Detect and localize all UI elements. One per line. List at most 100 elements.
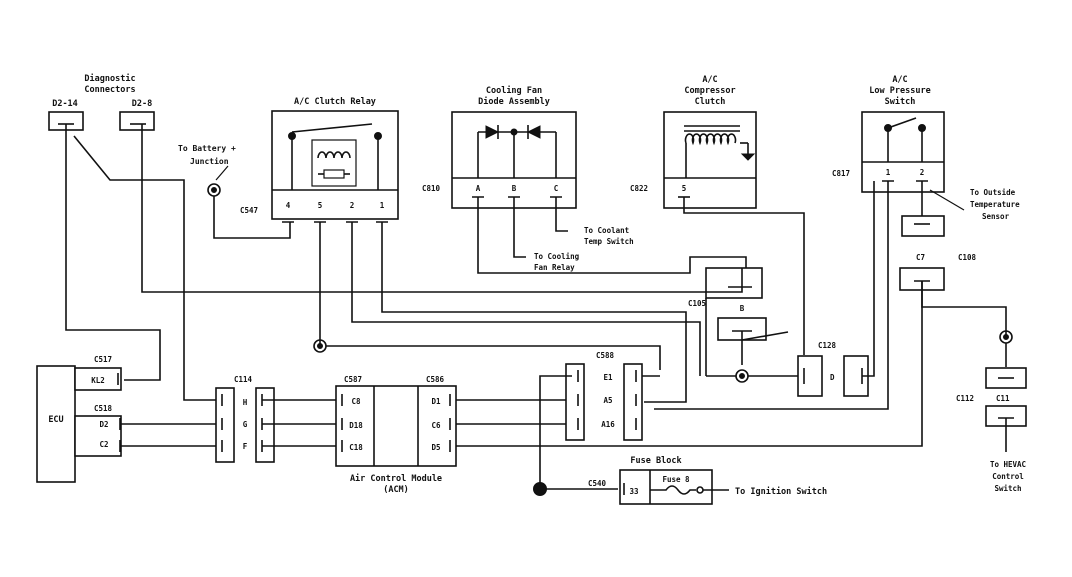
c588-pin-a16: A16 bbox=[601, 420, 615, 429]
relay-connector-label: C547 bbox=[240, 206, 258, 215]
relay-pin-2: 2 bbox=[350, 201, 355, 210]
c588-label: C588 bbox=[596, 351, 615, 360]
c105-upper-connector bbox=[705, 267, 763, 299]
compressor-connector-label: C822 bbox=[630, 184, 648, 193]
fan-diode-pin-a: A bbox=[476, 184, 481, 193]
outside-temp-label-3: Sensor bbox=[982, 212, 1010, 221]
outside-temp-label-2: Temperature bbox=[970, 200, 1020, 209]
acm-pin-c8: C8 bbox=[351, 397, 361, 406]
c114-pin-h: H bbox=[243, 398, 248, 407]
diagnostic-title-2: Connectors bbox=[84, 85, 135, 95]
air-control-module: C587 C586 C8 D18 C18 D1 C6 D5 Air Contro… bbox=[335, 281, 923, 495]
c588-pin-a5: A5 bbox=[603, 396, 612, 405]
c108-label: C108 bbox=[958, 253, 977, 262]
low-pressure-pin-1: 1 bbox=[886, 168, 891, 177]
c517-pin-kl2: KL2 bbox=[91, 376, 105, 385]
fuse-block: Fuse Block 33 Fuse 8 bbox=[619, 456, 729, 505]
c128-left-connector bbox=[797, 355, 823, 397]
c540-label: C540 bbox=[588, 479, 607, 488]
acm-pin-d1: D1 bbox=[431, 397, 441, 406]
fuse-block-title: Fuse Block bbox=[630, 456, 681, 466]
low-pressure-connector-label: C817 bbox=[832, 169, 850, 178]
compressor-title-2: Compressor bbox=[684, 86, 735, 96]
coolant-switch-label-1: To Coolant bbox=[584, 226, 629, 235]
low-pressure-pin-2: 2 bbox=[920, 168, 925, 177]
c7-label: C7 bbox=[916, 253, 925, 262]
c105-label: C105 bbox=[688, 299, 706, 308]
hevac-label-1: To HEVAC bbox=[990, 460, 1026, 469]
c114-left bbox=[215, 387, 235, 463]
c11-label: C11 bbox=[996, 394, 1010, 403]
ecu: ECU C517 KL2 C518 D2 C2 bbox=[36, 355, 218, 483]
relay-coil bbox=[311, 139, 357, 187]
ac-low-pressure-switch: A/C Low Pressure Switch 1 2 C817 bbox=[832, 75, 965, 237]
c105-pin-b: B bbox=[740, 304, 745, 313]
outside-temp-label-1: To Outside bbox=[970, 188, 1016, 197]
cooling-fan-diode-assembly: Cooling Fan Diode Assembly A B C C810 bbox=[422, 85, 747, 274]
fan-diode-title-2: Diode Assembly bbox=[478, 96, 550, 107]
relay-pin-4: 4 bbox=[286, 201, 291, 210]
acm-label-1: Air Control Module bbox=[350, 473, 442, 484]
low-pressure-title-1: A/C bbox=[892, 75, 907, 85]
c586-label: C586 bbox=[426, 375, 445, 384]
low-pressure-lower-connector bbox=[901, 215, 945, 237]
acm-pin-d18: D18 bbox=[349, 421, 363, 430]
c518-pin-d2: D2 bbox=[99, 420, 108, 429]
c114-connector: C114 H G F bbox=[215, 375, 336, 463]
compressor-title-1: A/C bbox=[702, 75, 717, 85]
c587-label: C587 bbox=[344, 375, 362, 384]
low-pressure-box bbox=[861, 111, 945, 193]
c114-label: C114 bbox=[234, 375, 253, 384]
splice-ground bbox=[533, 482, 547, 496]
c588-pin-e1: E1 bbox=[603, 373, 613, 382]
ecu-label: ECU bbox=[48, 415, 63, 425]
diagnostic-connectors: Diagnostic Connectors D2-14 D2-8 bbox=[48, 73, 155, 131]
diagnostic-connector-b bbox=[119, 111, 155, 131]
hevac-label-2: Control bbox=[992, 472, 1024, 481]
battery-label-1: To Battery + bbox=[178, 144, 236, 153]
ignition-label: To Ignition Switch bbox=[735, 486, 827, 497]
ac-clutch-relay: A/C Clutch Relay 4 5 2 1 C547 bbox=[240, 97, 399, 223]
fan-diode-pin-c: C bbox=[554, 184, 559, 193]
c518-connector bbox=[74, 415, 122, 457]
c588-right bbox=[623, 363, 643, 441]
acm-box bbox=[335, 385, 457, 467]
acm-pin-c18: C18 bbox=[349, 443, 363, 452]
low-pressure-title-2: Low Pressure bbox=[869, 86, 930, 96]
battery-junction: To Battery + Junction bbox=[178, 144, 236, 197]
c517-connector bbox=[74, 367, 122, 391]
c114-pin-f: F bbox=[243, 442, 248, 451]
compressor-title-3: Clutch bbox=[695, 97, 726, 107]
fan-relay-label-2: Fan Relay bbox=[534, 263, 575, 272]
fan-diode-title-1: Cooling Fan bbox=[486, 85, 542, 96]
diagnostic-pin-b-label: D2-8 bbox=[132, 99, 152, 109]
fan-diode-pin-b: B bbox=[512, 184, 517, 193]
hevac-label-3: Switch bbox=[994, 484, 1021, 493]
c114-pin-g: G bbox=[243, 420, 248, 429]
c588-left bbox=[565, 363, 585, 441]
relay-pin-1: 1 bbox=[380, 201, 385, 210]
coolant-switch-label-2: Temp Switch bbox=[584, 237, 634, 246]
acm-label-2: (ACM) bbox=[383, 485, 409, 495]
clutch-relay-box bbox=[271, 110, 399, 220]
fuse-block-pin: 33 bbox=[629, 487, 639, 496]
acm-pin-c6: C6 bbox=[431, 421, 441, 430]
ecu-box bbox=[36, 365, 76, 483]
compressor-pin: 5 bbox=[682, 184, 687, 193]
acm-pin-d5: D5 bbox=[431, 443, 440, 452]
battery-label-2: Junction bbox=[190, 156, 229, 166]
c112-label: C112 bbox=[956, 394, 974, 403]
diagnostic-pin-a-label: D2-14 bbox=[52, 99, 78, 109]
diagnostic-title-1: Diagnostic bbox=[84, 73, 135, 84]
c518-label: C518 bbox=[94, 404, 113, 413]
fuse-block-box bbox=[619, 469, 713, 505]
fan-diode-connector-label: C810 bbox=[422, 184, 441, 193]
c128-label: C128 bbox=[818, 341, 837, 350]
clutch-relay-title: A/C Clutch Relay bbox=[294, 97, 376, 107]
c518-pin-c2: C2 bbox=[99, 440, 108, 449]
c114-right bbox=[255, 387, 275, 463]
relay-pin-5: 5 bbox=[318, 201, 323, 210]
c588-connector: C588 E1 A5 A16 bbox=[539, 351, 660, 488]
c517-label: C517 bbox=[94, 355, 112, 364]
